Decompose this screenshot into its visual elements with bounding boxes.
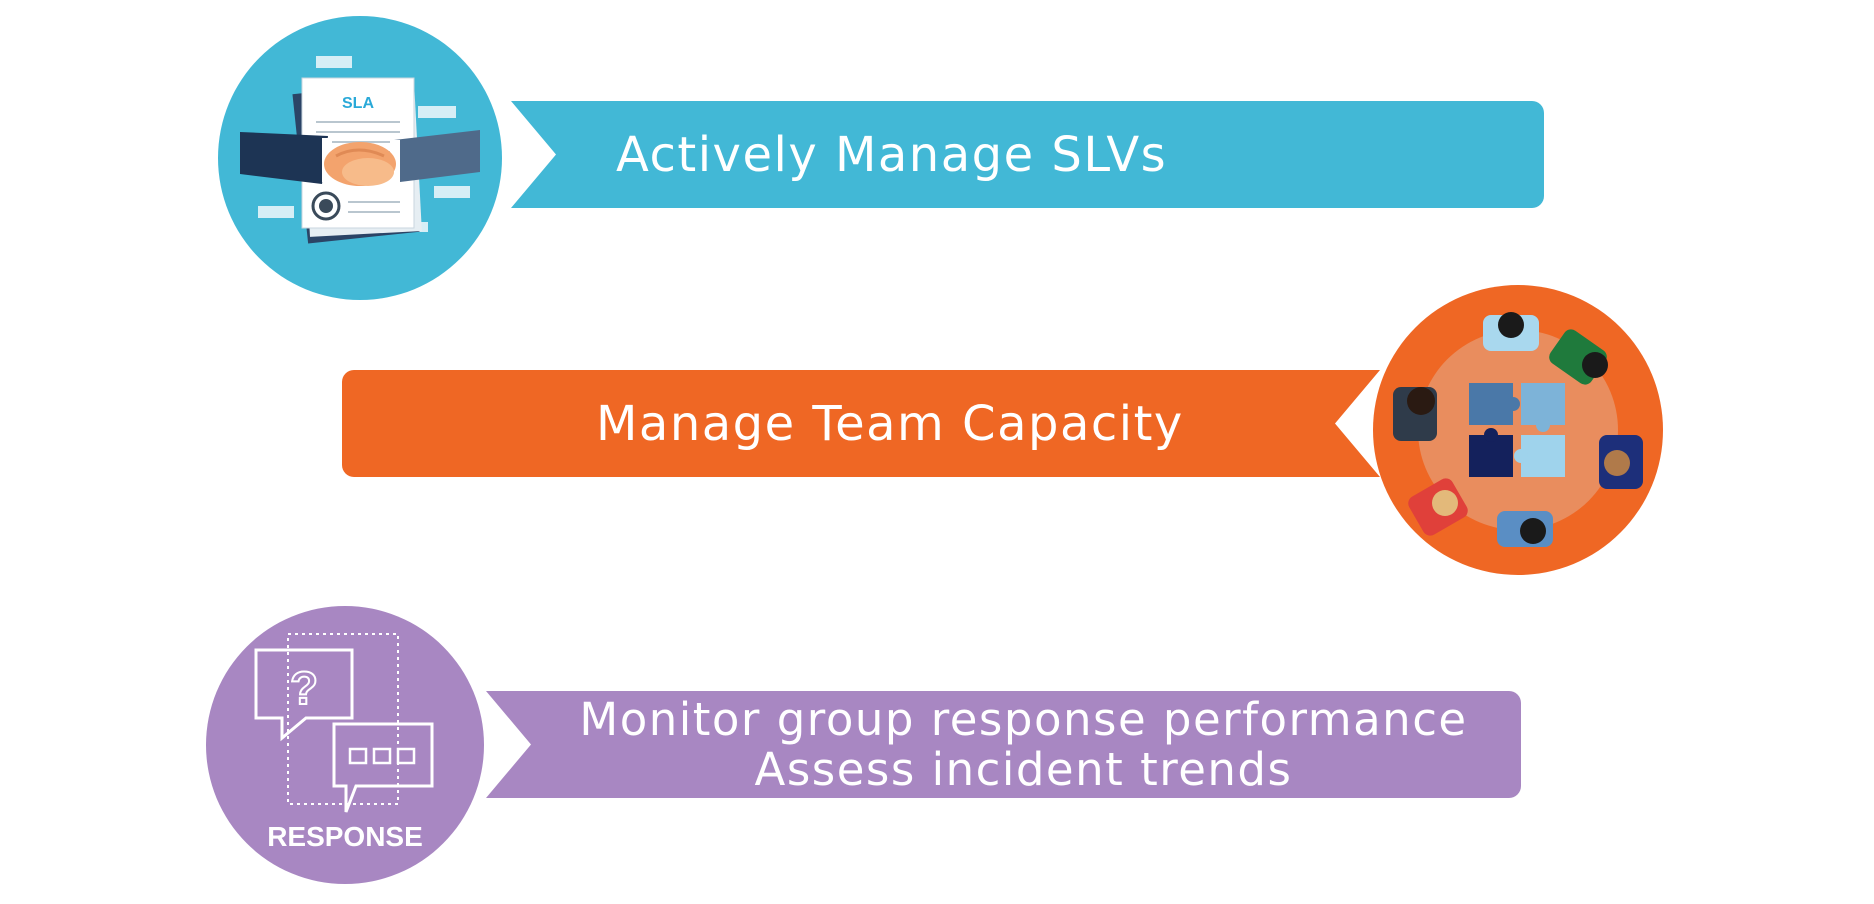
banner-label-line-2: Assess incident trends <box>754 742 1293 796</box>
sla-label: SLA <box>342 95 374 112</box>
banner-label-line-1: Monitor group response performance <box>579 692 1468 746</box>
sla-handshake-icon: SLA <box>218 16 502 300</box>
banner-actively-manage-slvs: Actively Manage SLVs <box>511 101 1544 208</box>
team-puzzle-icon <box>1373 285 1663 575</box>
banner-manage-team-capacity: Manage Team Capacity <box>342 370 1380 477</box>
banner-label: Actively Manage SLVs <box>616 126 1168 183</box>
banner-monitor-response: Monitor group response performance Asses… <box>486 691 1521 798</box>
response-chat-icon: ? RESPONSE <box>206 606 484 884</box>
banner-label: Manage Team Capacity <box>596 395 1184 452</box>
response-label: RESPONSE <box>267 821 423 852</box>
question-mark-icon: ? <box>290 662 318 714</box>
